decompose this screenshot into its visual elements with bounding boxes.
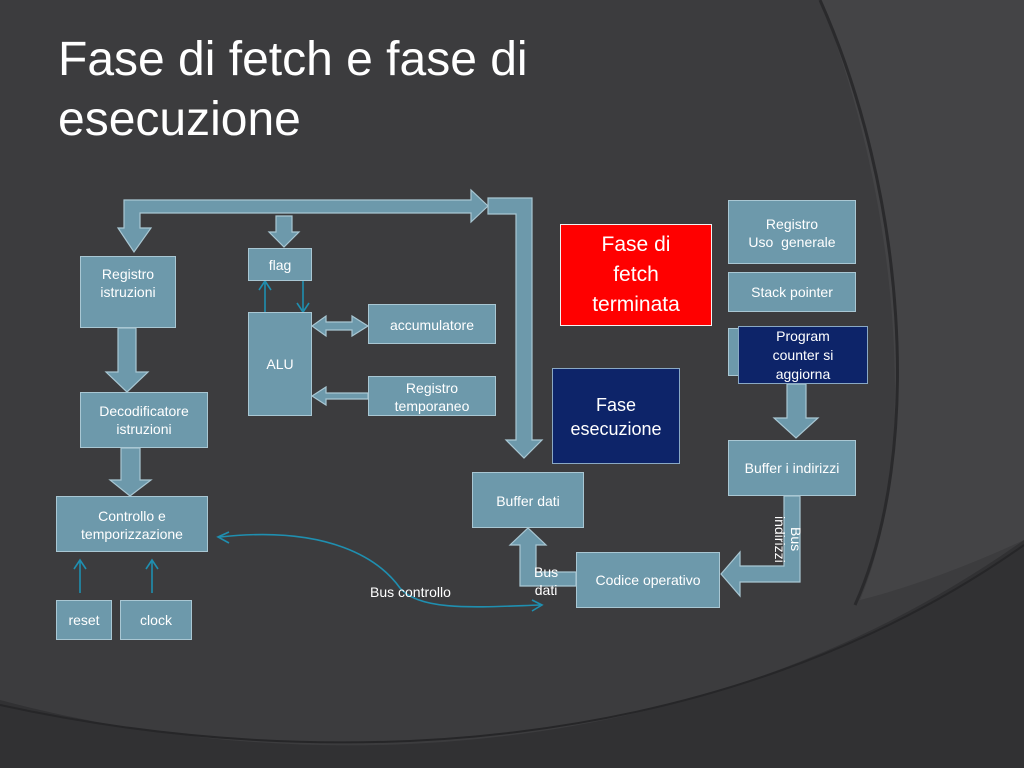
pc-to-addr-buffer-arrow (772, 383, 820, 439)
data-bus-arrow-up (508, 527, 577, 587)
address-bus-arrow (720, 495, 801, 598)
flag-box: flag (248, 248, 312, 281)
codice-operativo-box: Codice operativo (576, 552, 720, 608)
reset-box: reset (56, 600, 112, 640)
data-bus-arrow-down (487, 197, 544, 459)
stack-pointer-box: Stack pointer (728, 272, 856, 312)
bus-dati-label: Bus dati (534, 564, 559, 598)
ri-to-decoder-arrow (104, 327, 150, 393)
accumulatore-box: accumulatore (368, 304, 496, 344)
alu-accumulator-arrow (310, 314, 370, 338)
bus-arrow-top (116, 188, 489, 254)
flag-bus-arrow (267, 215, 301, 248)
control-bus-curve (219, 533, 541, 608)
buffer-dati-box: Buffer dati (472, 472, 584, 528)
alu-box: ALU (248, 312, 312, 416)
temp-to-alu-arrow (310, 385, 369, 407)
bus-indirizzi-label: Bus indirizzi (772, 515, 804, 563)
clock-box: clock (120, 600, 192, 640)
bus-controllo-label: Bus controllo (370, 584, 451, 600)
slide-title: Fase di fetch e fase di esecuzione (58, 33, 528, 146)
decoder-to-control-arrow (108, 447, 153, 497)
buffer-indirizzi-box: Buffer i indirizzi (728, 440, 856, 496)
